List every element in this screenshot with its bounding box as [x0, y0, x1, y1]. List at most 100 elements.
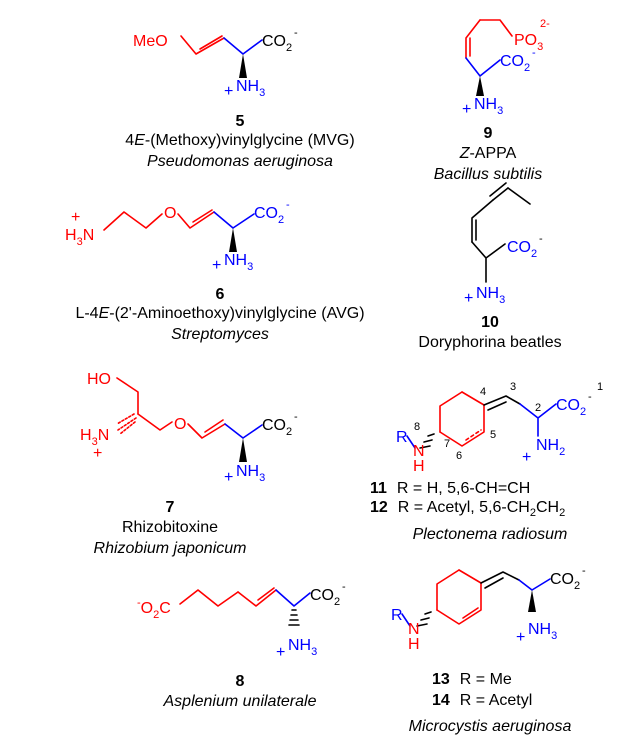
compound-6-structure: + H3N O CO2 - + NH3 [65, 199, 290, 274]
bond [180, 35, 225, 55]
compound-10-structure: CO2 - + NH3 [464, 182, 543, 307]
ring-bond [436, 569, 482, 625]
nh3-label: NH3 [476, 285, 505, 306]
bond [465, 57, 501, 77]
minus-charge: - [342, 581, 346, 593]
h3n-label: H3N [80, 427, 109, 448]
compound-source: Rhizobium japonicum [94, 540, 247, 557]
plus-charge: + [224, 83, 233, 100]
bond [179, 589, 239, 607]
po3-label: PO3 [514, 32, 543, 53]
locant-4: 4 [480, 386, 486, 398]
n-label: N [408, 621, 420, 638]
locant-5: 5 [490, 429, 496, 441]
ho-label: HO [87, 371, 111, 388]
dashed-double-bond [465, 429, 482, 441]
nh3-label: NH3 [474, 96, 503, 117]
minus-charge: - [294, 411, 298, 423]
double-bond [462, 607, 479, 619]
locant-6: 6 [456, 450, 462, 462]
nh3-label: NH3 [224, 252, 253, 273]
ring-bond [439, 391, 485, 447]
compound-number: 6 [216, 286, 225, 303]
wedge-bond [476, 76, 484, 96]
bond [479, 19, 513, 37]
bond [465, 19, 481, 59]
locant-2: 2 [535, 402, 541, 414]
plus-charge: + [276, 644, 285, 661]
compound-name: L-4E-(2'-Aminoethoxy)vinylglycine (AVG) [75, 305, 364, 322]
bond [103, 211, 163, 231]
compound-7-structure: HO H3N + O CO2 - + NH3 [80, 371, 298, 486]
oxygen-label: O [164, 205, 176, 222]
hashed-bond [116, 413, 137, 435]
nh3-label: NH3 [288, 637, 317, 658]
bond [518, 578, 551, 591]
double-bond [199, 35, 223, 50]
compound-11-12-structure: CO2 - + NH2 R N H 1 2 3 4 5 6 7 8 [396, 381, 603, 475]
plus-charge: + [522, 449, 531, 466]
bond [187, 423, 226, 439]
meo-label: MeO [133, 33, 168, 50]
co2-label: CO2 [262, 33, 292, 54]
co2-label: CO2 [500, 53, 530, 74]
locant-8: 8 [414, 421, 420, 433]
oxygen-label: O [174, 416, 186, 433]
compound-name: Z-APPA [459, 145, 517, 162]
nh2-label: NH2 [536, 437, 565, 458]
locant-3: 3 [510, 381, 516, 393]
compound-8-structure: -O2C CO2 - + NH3 [137, 581, 346, 661]
co2-label: CO2 [254, 205, 284, 226]
compound-source: Asplenium unilaterale [163, 693, 317, 710]
co2-label: CO2 [550, 571, 580, 592]
bond [471, 199, 494, 243]
compound-number: 5 [236, 113, 245, 130]
bond [237, 589, 277, 607]
plus-charge: + [93, 445, 102, 462]
plus-charge: + [224, 469, 233, 486]
minus-charge: - [294, 27, 298, 39]
compound-number: 8 [236, 673, 245, 690]
double-bond [204, 419, 224, 433]
bond [223, 37, 263, 55]
nh3-label: NH3 [528, 621, 557, 642]
o2c-label: -O2C [137, 597, 171, 621]
hashed-bond [416, 611, 432, 627]
double-bond [192, 209, 213, 223]
compound-name: Rhizobitoxine [122, 519, 218, 536]
co2-label: CO2 [507, 239, 537, 260]
ring-bond [439, 391, 463, 433]
plus-charge: + [71, 209, 80, 226]
bond [489, 182, 531, 205]
compound-source: Streptomyces [171, 326, 269, 343]
double-bond [487, 401, 507, 411]
compound-name: Doryphorina beatles [418, 334, 561, 351]
bond [224, 423, 263, 439]
wedge-bond [229, 228, 237, 252]
double-bond [484, 577, 504, 589]
h3n-label: H3N [65, 227, 94, 248]
r-label: R [391, 607, 403, 624]
bond [213, 211, 255, 229]
bond [492, 187, 509, 201]
h-label: H [408, 636, 420, 653]
co2-label: CO2 [556, 397, 586, 418]
bond [480, 571, 520, 584]
bond [137, 413, 173, 431]
bond [177, 211, 215, 229]
compound-source: Pseudomonas aeruginosa [147, 153, 333, 170]
nh3-label: NH3 [236, 78, 265, 99]
nh3-label: NH3 [236, 463, 265, 484]
locant-7: 7 [444, 438, 450, 450]
locant-1: 1 [597, 381, 603, 393]
compound-source: Microcystis aeruginosa [409, 718, 572, 735]
h-label: H [413, 458, 425, 475]
wedge-bond [239, 54, 247, 78]
n-label: N [413, 443, 425, 460]
minus-charge: - [532, 47, 536, 59]
bond [483, 395, 521, 406]
